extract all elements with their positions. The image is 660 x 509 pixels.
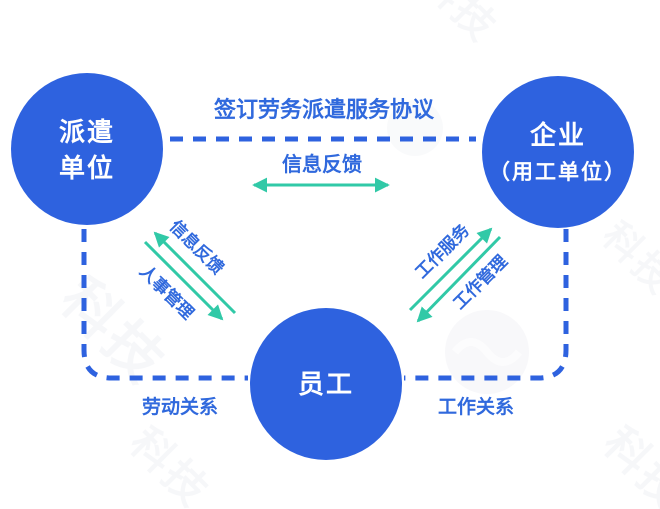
enterprise-label-line2: （用工单位）	[489, 160, 627, 184]
watermark-logo-swirl	[451, 338, 523, 366]
node-dispatch-unit: 派遣 单位	[11, 73, 163, 225]
work-relation-label: 工作关系	[438, 395, 514, 418]
right-diagonal-arrow-down	[416, 235, 502, 323]
enterprise-circle	[482, 76, 634, 228]
feedback-top-label: 信息反馈	[282, 152, 362, 176]
connector-enterprise-employee	[404, 229, 569, 381]
watermark-logo-circle	[387, 100, 443, 156]
arrow-layer	[143, 177, 502, 323]
dispatch-unit-label-line2: 单位	[59, 153, 115, 183]
right-diagonal-arrow-up	[408, 227, 493, 312]
dispatch-unit-circle	[11, 73, 163, 225]
watermark-text: 科技	[413, 0, 506, 51]
watermark-text: 科技	[121, 419, 219, 509]
employee-label: 员工	[298, 369, 354, 399]
dispatch-unit-label-line1: 派遣	[59, 117, 115, 147]
watermark-text: 科技	[594, 418, 660, 509]
feedback-left-label: 信息反馈	[166, 216, 228, 278]
watermark-text: 科技	[594, 215, 660, 304]
employee-circle	[250, 308, 402, 460]
node-employee: 员工	[250, 308, 402, 460]
connector-layer	[81, 136, 569, 381]
left-diagonal-arrow-up	[153, 231, 237, 315]
hr-management-label: 人事管理	[136, 261, 198, 323]
connector-dispatch-employee	[81, 229, 248, 381]
node-enterprise: 企业 （用工单位）	[482, 76, 634, 228]
agreement-label: 签订劳务派遣服务协议	[213, 97, 435, 122]
labor-relation-label: 劳动关系	[142, 395, 218, 418]
enterprise-label-line1: 企业	[530, 120, 586, 150]
left-diagonal-arrow-down	[143, 240, 224, 321]
node-layer: 派遣 单位 企业 （用工单位） 员工	[11, 73, 634, 460]
